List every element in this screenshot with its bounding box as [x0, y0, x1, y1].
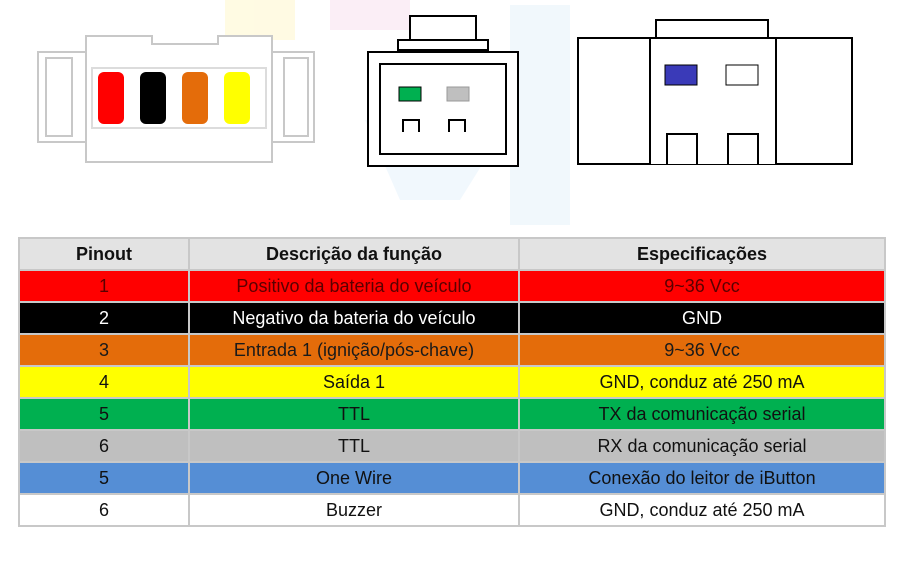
cell-spec: Conexão do leitor de iButton — [518, 461, 886, 495]
wire-yellow — [224, 72, 250, 124]
cell-pin: 6 — [18, 429, 190, 463]
wire-orange — [182, 72, 208, 124]
connector-middle — [367, 15, 519, 167]
cell-func: Entrada 1 (ignição/pós-chave) — [188, 333, 520, 367]
header-spec: Especificações — [518, 237, 886, 271]
table-header-row: Pinout Descrição da função Especificaçõe… — [18, 237, 886, 271]
cell-func: TTL — [188, 397, 520, 431]
cell-pin: 5 — [18, 397, 190, 431]
pin-green — [398, 86, 422, 102]
cell-pin: 2 — [18, 301, 190, 335]
pin-blue — [664, 64, 698, 86]
pin-white — [725, 64, 759, 86]
cell-func: Positivo da bateria do veículo — [188, 269, 520, 303]
cell-func: Negativo da bateria do veículo — [188, 301, 520, 335]
pin-gray — [446, 86, 470, 102]
cell-func: Saída 1 — [188, 365, 520, 399]
cell-spec: GND, conduz até 250 mA — [518, 493, 886, 527]
header-function: Descrição da função — [188, 237, 520, 271]
header-pinout: Pinout — [18, 237, 190, 271]
cell-spec: 9~36 Vcc — [518, 333, 886, 367]
cell-spec: RX da comunicação serial — [518, 429, 886, 463]
connector-right — [577, 19, 853, 165]
pinout-table: Pinout Descrição da função Especificaçõe… — [18, 237, 886, 527]
cell-pin: 1 — [18, 269, 190, 303]
connector-4pin — [37, 35, 315, 163]
cell-func: Buzzer — [188, 493, 520, 527]
cell-func: TTL — [188, 429, 520, 463]
wire-red — [98, 72, 124, 124]
cell-pin: 5 — [18, 461, 190, 495]
cell-pin: 6 — [18, 493, 190, 527]
cell-spec: GND, conduz até 250 mA — [518, 365, 886, 399]
cell-pin: 4 — [18, 365, 190, 399]
cell-pin: 3 — [18, 333, 190, 367]
connectors-diagram — [37, 0, 853, 225]
cell-spec: 9~36 Vcc — [518, 269, 886, 303]
cell-spec: GND — [518, 301, 886, 335]
cell-spec: TX da comunicação serial — [518, 397, 886, 431]
wire-black — [140, 72, 166, 124]
cell-func: One Wire — [188, 461, 520, 495]
